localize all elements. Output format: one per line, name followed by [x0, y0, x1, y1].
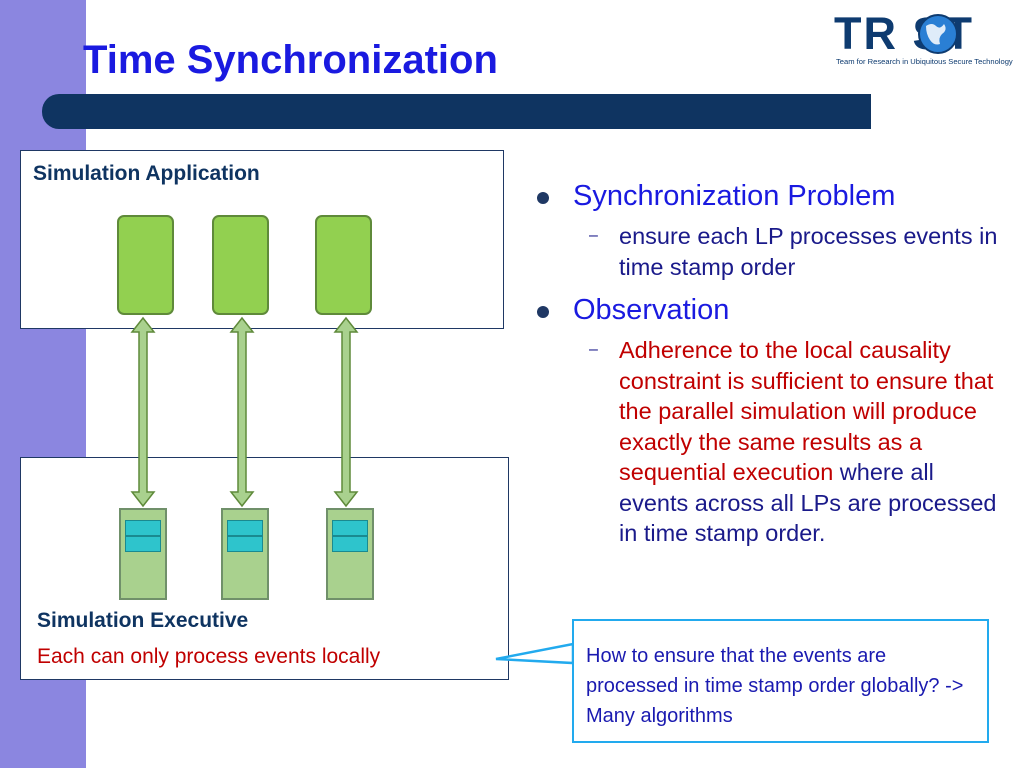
simulation-executive-label: Simulation Executive — [37, 609, 249, 632]
globe-icon — [918, 14, 958, 54]
queue-slot — [332, 536, 368, 552]
double-arrow-2 — [229, 316, 255, 508]
double-arrow-3 — [333, 316, 359, 508]
bullet-list: Synchronization Problem – ensure each LP… — [531, 178, 1001, 549]
executive-note: Each can only process events locally — [37, 645, 381, 668]
sub-bullet-text: where all events across all LPs are proc… — [619, 459, 997, 546]
double-arrow-1 — [130, 316, 156, 508]
callout-pointer — [495, 642, 575, 665]
slide-title: Time Synchronization — [83, 38, 498, 82]
callout-text: How to ensure that the events are proces… — [586, 645, 964, 727]
sub-bullet-ensure-order: – ensure each LP processes events in tim… — [531, 221, 1001, 282]
queue-slot — [227, 536, 263, 552]
queue-slot — [125, 520, 161, 536]
bullet-heading: Observation — [573, 294, 730, 326]
bullet-dot-icon — [537, 306, 549, 318]
queue-slot — [125, 536, 161, 552]
simulation-application-label: Simulation Application — [33, 162, 260, 185]
dash-icon: – — [589, 341, 598, 358]
event-queue-1 — [119, 508, 167, 600]
sub-bullet-highlight: Adherence to the local causality constra… — [619, 337, 994, 485]
logical-process-2 — [212, 215, 269, 315]
dash-icon: – — [589, 227, 598, 244]
title-underline-bar — [42, 94, 871, 129]
event-queue-3 — [326, 508, 374, 600]
bullet-heading: Synchronization Problem — [573, 180, 896, 212]
logical-process-3 — [315, 215, 372, 315]
callout-box: How to ensure that the events are proces… — [572, 619, 989, 743]
bullet-observation: Observation — [531, 292, 1001, 328]
logical-process-1 — [117, 215, 174, 315]
trust-logo: TR ST Team for Research in Ubiquitous Se… — [830, 8, 1013, 68]
queue-slot — [227, 520, 263, 536]
bullet-synchronization-problem: Synchronization Problem — [531, 178, 1001, 214]
event-queue-2 — [221, 508, 269, 600]
sub-bullet-causality: – Adherence to the local causality const… — [531, 335, 1001, 549]
sub-bullet-text: ensure each LP processes events in time … — [619, 223, 998, 280]
bullet-dot-icon — [537, 192, 549, 204]
queue-slot — [332, 520, 368, 536]
logo-tagline: Team for Research in Ubiquitous Secure T… — [836, 57, 1013, 66]
